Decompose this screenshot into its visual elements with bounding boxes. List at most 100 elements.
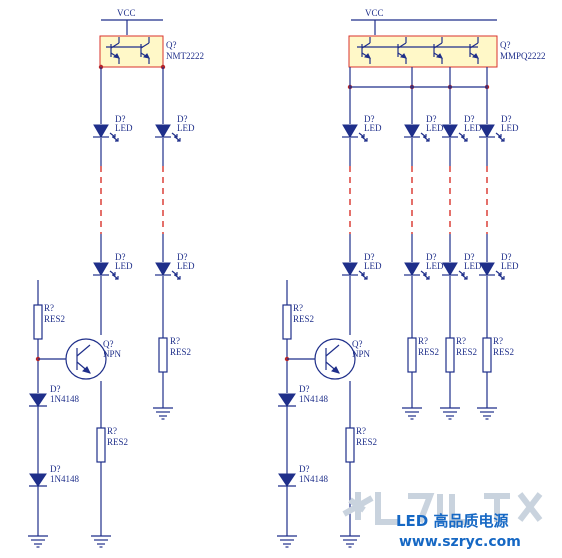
led-label: LED	[115, 261, 133, 271]
led-symbol	[342, 262, 358, 276]
resistor-value-label: RES2	[170, 347, 191, 357]
led-label: LED	[426, 123, 444, 133]
led-label: LED	[464, 123, 482, 133]
resistor-symbol	[345, 427, 355, 463]
resistor-value-label: RES2	[44, 314, 65, 324]
signal-diode-symbol	[29, 393, 47, 407]
light-emission-arrows-icon	[171, 270, 181, 280]
resistor-designator: R?	[107, 426, 117, 436]
resistor-symbol	[482, 337, 492, 373]
resistor-symbol	[407, 337, 417, 373]
led-label: LED	[464, 261, 482, 271]
led-symbol	[479, 124, 495, 138]
led-designator: D?	[501, 114, 512, 124]
npn-transistor-body	[314, 338, 356, 380]
led-symbol	[404, 124, 420, 138]
diode-part-label: 1N4148	[299, 474, 328, 484]
watermark-url: www.szryc.com	[399, 534, 521, 550]
light-emission-arrows-icon	[109, 132, 119, 142]
array-emitter-arrow-icon	[112, 53, 120, 59]
diode-part-label: 1N4148	[50, 394, 79, 404]
led-designator: D?	[426, 252, 437, 262]
vcc-label-right: VCC	[365, 8, 384, 18]
resistor-designator: R?	[293, 303, 303, 313]
light-emission-arrows-icon	[420, 270, 430, 280]
led-symbol	[442, 124, 458, 138]
light-emission-arrows-icon	[109, 270, 119, 280]
vcc-label-left: VCC	[117, 8, 136, 18]
watermark-logo-icon	[342, 492, 374, 520]
resistor-value-label: RES2	[493, 347, 514, 357]
array-emitter-arrow-icon	[142, 53, 150, 59]
light-emission-arrows-icon	[171, 132, 181, 142]
led-designator: D?	[177, 114, 188, 124]
led-designator: D?	[364, 252, 375, 262]
light-emission-arrows-icon	[495, 132, 505, 142]
led-label: LED	[177, 123, 195, 133]
diode-designator: D?	[299, 384, 310, 394]
array-designator-right: Q?	[500, 40, 511, 50]
resistor-value-label: RES2	[356, 437, 377, 447]
led-symbol	[442, 262, 458, 276]
led-label: LED	[115, 123, 133, 133]
array-part-label-left: NMT2222	[166, 51, 204, 61]
light-emission-arrows-icon	[458, 270, 468, 280]
led-label: LED	[501, 261, 519, 271]
diode-designator: D?	[299, 464, 310, 474]
led-designator: D?	[115, 252, 126, 262]
watermark-graphic	[375, 492, 543, 525]
resistor-designator: R?	[493, 336, 503, 346]
light-emission-arrows-icon	[358, 270, 368, 280]
resistor-designator: R?	[44, 303, 54, 313]
transistor-designator: Q?	[352, 339, 363, 349]
resistor-symbol	[445, 337, 455, 373]
array-designator-left: Q?	[166, 40, 177, 50]
resistor-symbol	[282, 304, 292, 340]
diode-part-label: 1N4148	[50, 474, 79, 484]
diode-part-label: 1N4148	[299, 394, 328, 404]
resistor-value-label: RES2	[293, 314, 314, 324]
transistor-array-package	[99, 35, 164, 68]
led-designator: D?	[115, 114, 126, 124]
diode-designator: D?	[50, 384, 61, 394]
resistor-value-label: RES2	[418, 347, 439, 357]
wire	[76, 344, 91, 357]
array-part-label-right: MMPQ2222	[500, 51, 546, 61]
light-emission-arrows-icon	[458, 132, 468, 142]
wire	[325, 344, 340, 357]
transistor-array-package	[348, 35, 498, 68]
array-emitter-arrow-icon	[363, 53, 371, 59]
signal-diode-symbol	[278, 393, 296, 407]
led-label: LED	[364, 261, 382, 271]
resistor-value-label: RES2	[456, 347, 477, 357]
resistor-designator: R?	[418, 336, 428, 346]
led-designator: D?	[464, 114, 475, 124]
transistor-type-label: NPN	[352, 349, 371, 359]
transistor-type-label: NPN	[103, 349, 122, 359]
resistor-value-label: RES2	[107, 437, 128, 447]
resistor-designator: R?	[170, 336, 180, 346]
led-designator: D?	[501, 252, 512, 262]
resistor-symbol	[33, 304, 43, 340]
resistor-designator: R?	[356, 426, 366, 436]
signal-diode-symbol	[278, 473, 296, 487]
led-symbol	[155, 262, 171, 276]
emitter-arrow-icon	[331, 366, 340, 374]
led-symbol	[155, 124, 171, 138]
resistor-symbol	[96, 427, 106, 463]
led-label: LED	[177, 261, 195, 271]
array-emitter-arrow-icon	[435, 53, 443, 59]
led-designator: D?	[364, 114, 375, 124]
led-symbol	[342, 124, 358, 138]
led-label: LED	[426, 261, 444, 271]
npn-transistor-body	[65, 338, 107, 380]
array-emitter-arrow-icon	[399, 53, 407, 59]
transistor-designator: Q?	[103, 339, 114, 349]
led-designator: D?	[464, 252, 475, 262]
array-emitter-arrow-icon	[471, 53, 479, 59]
led-symbol	[479, 262, 495, 276]
resistor-symbol	[158, 337, 168, 373]
led-symbol	[404, 262, 420, 276]
led-designator: D?	[177, 252, 188, 262]
